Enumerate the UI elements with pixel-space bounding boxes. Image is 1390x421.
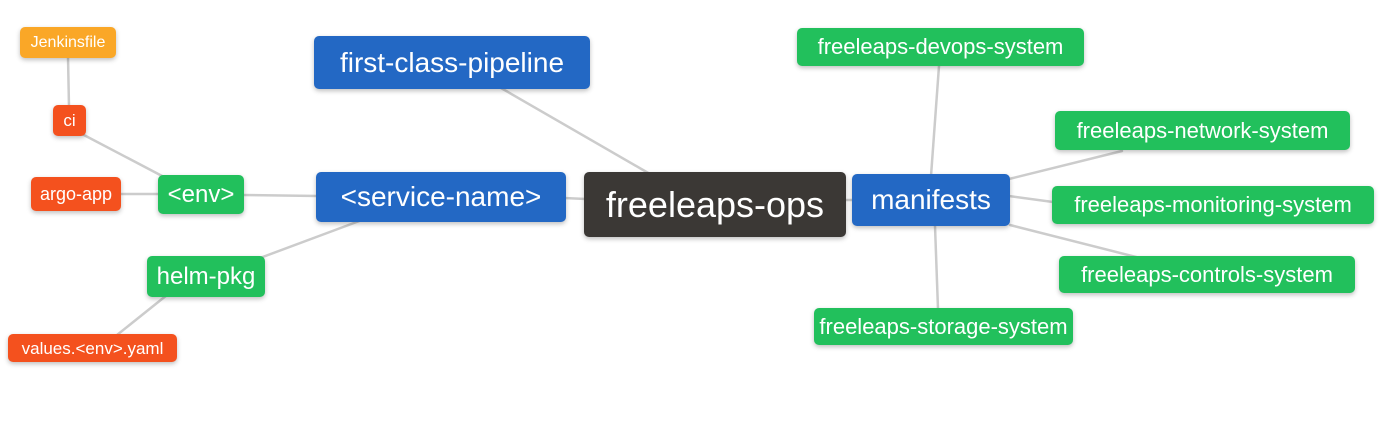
node-ci[interactable]: ci: [53, 105, 86, 136]
node-label: freeleaps-network-system: [1076, 117, 1329, 143]
node-label: freeleaps-monitoring-system: [1074, 192, 1352, 217]
edge-service-name-helm-pkg: [258, 218, 364, 260]
node-first-class-pipeline[interactable]: first-class-pipeline: [314, 36, 590, 89]
node-label: <env>: [167, 180, 235, 208]
node-label: values.<env>.yaml: [21, 338, 164, 358]
edge-env-service-name: [240, 193, 320, 198]
node-helm-pkg[interactable]: helm-pkg: [147, 256, 265, 297]
edge-service-name-freeleaps-ops: [562, 196, 588, 201]
node-label: freeleaps-devops-system: [817, 34, 1064, 59]
node-label: helm-pkg: [156, 262, 256, 290]
node-freeleaps-controls-system[interactable]: freeleaps-controls-system: [1059, 256, 1355, 293]
node-freeleaps-ops[interactable]: freeleaps-ops: [584, 172, 846, 237]
node-argo-app[interactable]: argo-app: [31, 177, 121, 211]
edge-helm-pkg-values-env-yaml: [115, 293, 169, 337]
node-env[interactable]: <env>: [158, 175, 244, 214]
edge-ci-env: [80, 132, 166, 179]
edge-first-class-pipeline-freeleaps-ops: [499, 86, 652, 176]
edge-jenkinsfile-ci: [66, 55, 71, 109]
edge-manifests-freeleaps-network-system: [1007, 149, 1124, 181]
node-values-env-yaml[interactable]: values.<env>.yaml: [8, 334, 177, 362]
node-label: Jenkinsfile: [30, 33, 106, 51]
edge-manifests-freeleaps-storage-system: [933, 224, 940, 311]
node-freeleaps-monitoring-system[interactable]: freeleaps-monitoring-system: [1052, 186, 1374, 224]
node-label: freeleaps-controls-system: [1081, 261, 1333, 287]
node-label: freeleaps-storage-system: [819, 313, 1068, 339]
node-freeleaps-devops-system[interactable]: freeleaps-devops-system: [797, 28, 1084, 66]
node-jenkinsfile[interactable]: Jenkinsfile: [20, 27, 116, 58]
edge-manifests-freeleaps-controls-system: [1008, 223, 1142, 260]
node-label: <service-name>: [340, 181, 542, 212]
edge-manifests-freeleaps-devops-system: [929, 64, 941, 178]
node-freeleaps-storage-system[interactable]: freeleaps-storage-system: [814, 308, 1073, 345]
node-service-name[interactable]: <service-name>: [316, 172, 566, 222]
node-label: freeleaps-ops: [605, 183, 825, 225]
node-freeleaps-network-system[interactable]: freeleaps-network-system: [1055, 111, 1350, 150]
node-label: first-class-pipeline: [339, 46, 565, 78]
node-label: argo-app: [39, 184, 113, 204]
node-manifests[interactable]: manifests: [852, 174, 1010, 226]
edge-manifests-freeleaps-monitoring-system: [1007, 194, 1055, 204]
node-label: ci: [63, 111, 76, 130]
node-label: manifests: [871, 184, 991, 215]
